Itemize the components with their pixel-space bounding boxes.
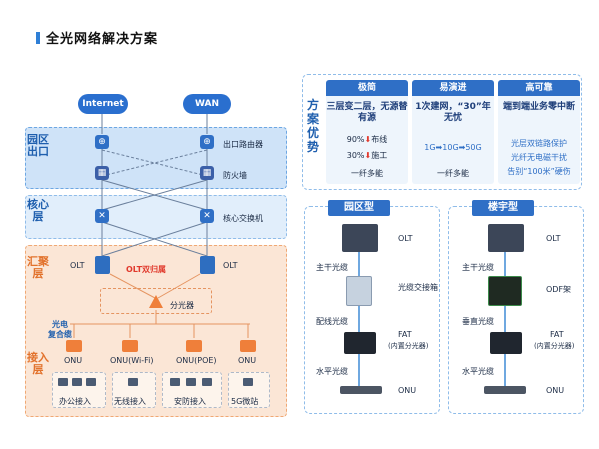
- onu-label-4: ONU: [238, 356, 257, 365]
- adv-col-reliable: 高可靠 端到端业务零中断 光层双链路保护 光纤无电磁干扰 告别“100米”硬伤: [498, 80, 580, 184]
- onu-label-3: ONU(POE): [176, 356, 217, 365]
- camera-icon-3: [202, 378, 212, 386]
- park-cross-box-label: 光缆交接箱: [398, 283, 438, 292]
- wan-cloud: WAN: [183, 94, 231, 114]
- exit-router-label: 出口路由器: [223, 140, 263, 149]
- access-5g-box: [228, 372, 270, 408]
- advantages-panel: [302, 74, 582, 190]
- router-icon-left: ⊕: [95, 135, 109, 149]
- building-odf-label: ODF架: [546, 285, 572, 294]
- park-trunk-label: 主干光缆: [316, 263, 348, 272]
- access-security-label: 安防接入: [174, 397, 206, 406]
- firewall-icon-right: ▦: [200, 166, 214, 180]
- park-fat-label: FAT: [398, 330, 412, 339]
- left-diagram-links: [70, 114, 250, 338]
- adv-line3-simple: 一纤多能: [351, 169, 383, 178]
- olt-icon-right: [200, 256, 215, 274]
- core-switch-icon-left: ✕: [95, 209, 109, 223]
- park-cross-box-icon: [346, 276, 372, 306]
- olt-dual-homing-label: OLT双归属: [126, 265, 167, 274]
- composite-cable-label: 光电 复合缆: [48, 320, 72, 339]
- building-fat-icon: [490, 332, 522, 354]
- building-olt-label: OLT: [546, 234, 561, 243]
- wifi-icon: [86, 378, 96, 386]
- park-fat-sub-label: (内置分光器): [388, 342, 429, 350]
- park-fat-icon: [344, 332, 376, 354]
- building-fiber-line: [504, 250, 506, 390]
- 5g-cell-icon: [243, 378, 253, 386]
- onu-label-2: ONU(Wi-Fi): [110, 356, 154, 365]
- firewall-icon-left: ▦: [95, 166, 109, 180]
- park-horizontal-label: 水平光缆: [316, 367, 348, 376]
- access-5g-label: 5G微站: [231, 397, 259, 406]
- adv-main-evolve: 1次建网，“30”年无忧: [415, 102, 491, 123]
- adv-line3-evolve: 一纤多能: [437, 169, 469, 178]
- building-odf-icon: [488, 276, 522, 306]
- onu-icon-1: [66, 340, 82, 352]
- poe-onu-icon: [186, 340, 202, 352]
- title-accent-bar: [36, 32, 40, 44]
- adv-col-evolve: 易演进 1次建网，“30”年无忧 1G➡10G➡50G 一纤多能: [412, 80, 494, 184]
- adv-head-simple: 极简: [326, 80, 408, 96]
- adv-line2-reliable: 光纤无电磁干扰: [511, 153, 567, 162]
- building-onu-label: ONU: [546, 386, 565, 395]
- adv-line1-simple: 90%⬇布线: [346, 135, 388, 144]
- building-type-head: 楼宇型: [472, 200, 534, 216]
- park-onu-icon: [340, 386, 382, 394]
- zone-park-exit: [25, 127, 287, 189]
- park-type-head: 园区型: [328, 200, 390, 216]
- splitter-label: 分光器: [170, 301, 194, 310]
- adv-main-simple: 三层变二层，无源替有源: [326, 102, 408, 123]
- park-olt-label: OLT: [398, 234, 413, 243]
- access-office-label: 办公接入: [59, 397, 91, 406]
- router-icon-right: ⊕: [200, 135, 214, 149]
- splitter-icon: [149, 295, 163, 308]
- adv-head-evolve: 易演进: [412, 80, 494, 96]
- building-onu-icon: [484, 386, 526, 394]
- label-aggregation: 汇聚层: [27, 255, 49, 280]
- wifi-onu-icon: [122, 340, 138, 352]
- olt-icon-left: [95, 256, 110, 274]
- adv-col-simple: 极简 三层变二层，无源替有源 90%⬇布线 30%⬇施工 一纤多能: [326, 80, 408, 184]
- access-wireless-label: 无线接入: [114, 397, 146, 406]
- label-park-exit: 园区出口: [27, 133, 49, 158]
- building-fat-sub-label: (内置分光器): [534, 342, 575, 350]
- label-core: 核心层: [27, 198, 49, 223]
- adv-head-reliable: 高可靠: [498, 80, 580, 96]
- page-title: 全光网络解决方案: [46, 32, 159, 47]
- olt-right-label: OLT: [223, 261, 238, 270]
- label-access: 接入层: [27, 351, 49, 376]
- park-olt-icon: [342, 224, 378, 252]
- building-horizontal-label: 水平光缆: [462, 367, 494, 376]
- pc-icon: [72, 378, 82, 386]
- camera-icon-2: [186, 378, 196, 386]
- adv-evo-evolve: 1G➡10G➡50G: [424, 143, 482, 152]
- building-fat-label: FAT: [550, 330, 564, 339]
- olt-left-label: OLT: [70, 261, 85, 270]
- adv-line1-reliable: 光层双链路保护: [511, 139, 567, 148]
- core-switch-icon-right: ✕: [200, 209, 214, 223]
- adv-line3-reliable: 告别“100米”硬伤: [507, 167, 571, 176]
- building-vertical-label: 垂直光缆: [462, 317, 494, 326]
- onu-icon-4: [240, 340, 256, 352]
- phone-icon: [58, 378, 68, 386]
- splitter-box: [100, 288, 212, 314]
- advantages-side-label: 方案优势: [306, 98, 319, 154]
- camera-icon: [170, 378, 180, 386]
- internet-cloud: Internet: [78, 94, 128, 114]
- park-onu-label: ONU: [398, 386, 417, 395]
- park-distribution-label: 配线光缆: [316, 317, 348, 326]
- core-switch-label: 核心交换机: [223, 214, 263, 223]
- adv-main-reliable: 端到端业务零中断: [502, 102, 575, 112]
- onu-label-1: ONU: [64, 356, 83, 365]
- building-olt-icon: [488, 224, 524, 252]
- adv-line2-simple: 30%⬇施工: [346, 151, 388, 160]
- building-trunk-label: 主干光缆: [462, 263, 494, 272]
- park-fiber-line: [358, 250, 360, 390]
- laptop-icon: [128, 378, 138, 386]
- firewall-label: 防火墙: [223, 171, 247, 180]
